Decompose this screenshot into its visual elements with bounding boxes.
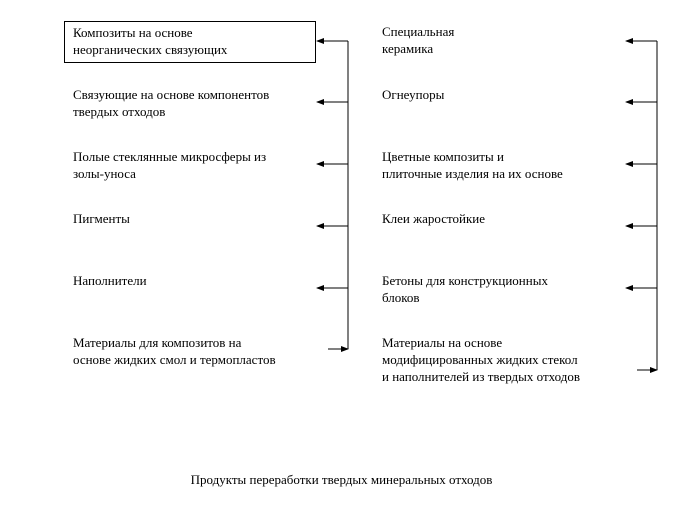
left-item-pigments: Пигменты [73,211,130,226]
right-item-special-ceramics: Специальная керамика [382,24,455,56]
diagram-caption: Продукты переработки твердых минеральных… [190,472,493,487]
left-item-resin-composites: Материалы для композитов на основе жидки… [73,335,276,367]
left-item-binders: Связующие на основе компонентов твердых … [73,87,270,119]
right-item-refractories: Огнеупоры [382,87,445,102]
left-item-fillers: Наполнители [73,273,147,288]
left-item-inorganic-composites: Композиты на основе неорганических связу… [64,21,316,63]
right-item-color-composites: Цветные композиты и плиточные изделия на… [382,149,563,181]
right-item-concretes: Бетоны для конструкционных блоков [382,273,548,305]
left-connector-group [316,38,349,352]
right-connector-group [625,38,658,373]
right-item-liquid-glass-materials: Материалы на основе модифицированных жид… [382,335,581,384]
left-item-microspheres: Полые стеклянные микросферы из золы-унос… [73,149,267,181]
right-item-heat-resistant-glues: Клеи жаростойкие [382,211,485,226]
